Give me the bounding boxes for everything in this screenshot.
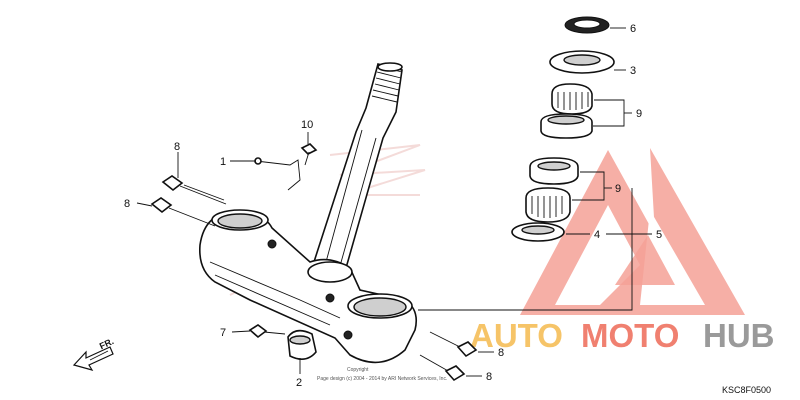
callout-5: 5 (656, 229, 662, 241)
diagram-code: KSC8F0500 (722, 385, 771, 395)
steering-stem-shaft (310, 62, 403, 269)
hose-clip (254, 157, 301, 191)
lower-bearing-9 (525, 187, 571, 223)
callout-4: 4 (594, 229, 600, 241)
bolt-lower-1 (429, 331, 478, 358)
locknut-6 (564, 16, 610, 34)
direction-label: FR. (98, 336, 115, 351)
callout-1: 1 (220, 156, 226, 168)
logo-text-hub: HUB (703, 317, 775, 354)
upper-bearing-9 (551, 83, 593, 115)
callout-8-left: 8 (124, 198, 130, 210)
logo-text-auto: AUTO (470, 317, 563, 354)
bolt-10 (300, 143, 318, 166)
bottom-bridge (198, 209, 418, 364)
upper-race-9 (540, 113, 593, 139)
leader-lines (136, 27, 652, 377)
callout-2: 2 (296, 377, 302, 389)
callout-9-lower: 9 (615, 183, 621, 195)
pipe-clamp (287, 329, 317, 360)
logo-text-moto: MOTO (581, 317, 679, 354)
dust-seal-4 (511, 222, 565, 242)
copyright-line-2: Page design (c) 2004 - 2014 by ARI Netwo… (317, 376, 447, 382)
front-direction-arrow: FR. (72, 336, 115, 371)
bolt-upper-1 (161, 175, 227, 205)
dust-seal-3 (549, 50, 615, 74)
callout-6: 6 (630, 23, 636, 35)
callout-8-top: 8 (174, 141, 180, 153)
bolt-7 (248, 324, 286, 339)
callout-8-right-upper: 8 (498, 347, 504, 359)
copyright-line-1: Copyright (347, 367, 369, 373)
callout-9-upper: 9 (636, 108, 642, 120)
lower-race-9 (529, 157, 579, 185)
callout-3: 3 (630, 65, 636, 77)
bolt-lower-2 (419, 354, 466, 382)
bolt-upper-2 (150, 197, 216, 227)
callout-8-right-lower: 8 (486, 371, 492, 383)
callout-10: 10 (301, 119, 313, 131)
automotohub-logo: AUTO MOTO HUB (470, 148, 775, 354)
callout-7: 7 (220, 327, 226, 339)
